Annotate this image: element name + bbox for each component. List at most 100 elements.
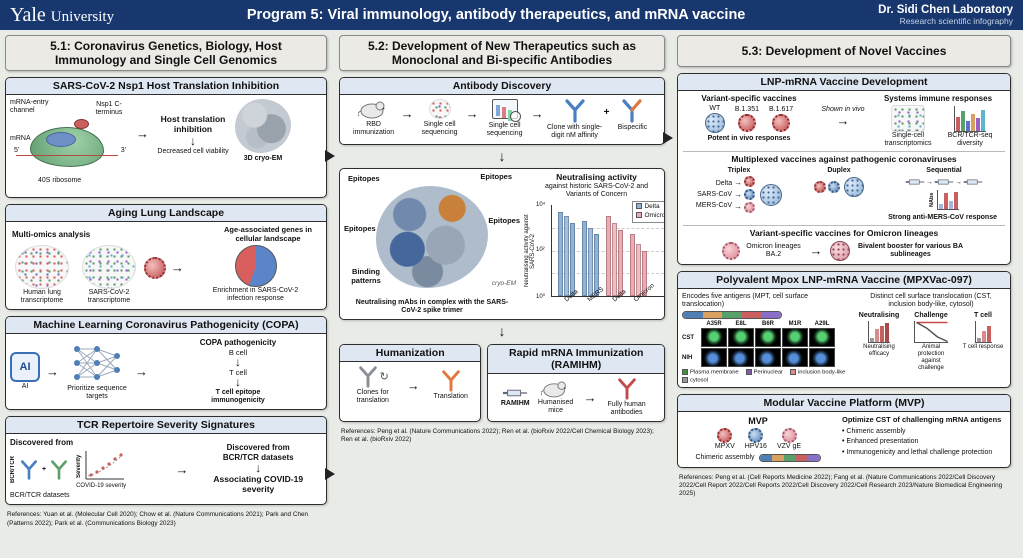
sc-seq-block-2: Single cell sequencing <box>482 99 528 138</box>
antibody-icon <box>49 460 69 480</box>
sars-cluster-block: SARS-CoV-2 transcriptome <box>77 245 141 305</box>
cryoem-block: 3D cryo-EM <box>235 99 291 163</box>
column-5-1: 5.1: Coronavirus Genetics, Biology, Host… <box>5 35 327 528</box>
lab-credit: Dr. Sidi Chen Laboratory Research scient… <box>878 4 1013 27</box>
localization-legend: Plasma membrane Perinuclear inclusion bo… <box>682 369 850 383</box>
ai-block: AI AI <box>10 352 40 391</box>
panel-lnp-mrna: LNP-mRNA Vaccine Development Variant-spe… <box>677 73 1011 265</box>
syringe-icon <box>905 177 925 187</box>
shown-in-vivo-label: Shown in vivo <box>821 106 865 113</box>
systems-label: Systems immune responses <box>883 94 993 103</box>
legend-label-omicron: Omicron <box>644 211 664 219</box>
nabs-axis-label: NAbs <box>929 192 935 208</box>
rbd-label: RBD immunization <box>352 121 395 137</box>
enrichment-label: Enrichment in SARS-CoV-2 infection respo… <box>212 287 299 303</box>
mers-cov-label: MERS-CoV <box>695 201 733 209</box>
humanised-mice-block: Humanised mice <box>533 379 579 415</box>
arrow-right-icon: → <box>406 377 420 393</box>
bar-group: Omicron <box>630 205 656 304</box>
mers-response-bars <box>937 190 959 211</box>
lnp-particle-icon <box>829 240 850 261</box>
divider <box>683 151 1005 153</box>
chimeric-construct-icon <box>758 454 821 463</box>
row-label-cst: CST <box>682 334 694 341</box>
header-bar: Yale University Program 5: Viral immunol… <box>0 0 1023 30</box>
syringe-icon <box>502 387 528 399</box>
epitope-immunogenicity-label: T cell epitope immunogenicity <box>211 388 265 405</box>
discovery-body: RBD immunization → Single cell sequencin… <box>340 95 664 144</box>
y-tick: 10⁴ <box>536 202 546 209</box>
antigen-grid-block: Encodes five antigens (MPT, cell surface… <box>682 293 850 383</box>
antibody-icon <box>616 378 638 400</box>
panel-tcr-title: TCR Repertoire Severity Signatures <box>6 417 326 435</box>
neutralising-bars <box>868 321 890 344</box>
mrna-label: mRNA <box>10 135 31 142</box>
mvp-antigens-block: MVP MPXV HPV16 VZV gE Chimeric assembly <box>682 416 834 463</box>
flow-arrow <box>325 468 335 480</box>
b1351-label: B.1.351 <box>734 106 759 114</box>
delta-label: Delta <box>715 179 733 187</box>
virus-icon <box>828 181 840 194</box>
syringe-icon <box>934 177 954 187</box>
host-inhibition-label: Host translation inhibition <box>160 114 226 134</box>
arrow-right-icon: → <box>171 260 184 276</box>
humanization-body: ↻ Clones for translation → Translation <box>340 362 480 409</box>
tcell-chart-block: T cell T cell response <box>960 312 1006 351</box>
panel-mvp: Modular Vaccine Platform (MVP) MVP MPXV … <box>677 394 1011 468</box>
host-inhibition-block: Host translation inhibition ↓ Decreased … <box>155 114 231 156</box>
arrow-right-icon: → <box>46 364 59 380</box>
omicron-ba2-label: Omicron lineages BA.2 <box>746 242 801 258</box>
panel-copa-title: Machine Learning Coronavirus Pathogenici… <box>6 317 326 335</box>
challenge-caption: Animal protection against challenge <box>917 344 945 371</box>
panel-tcr: TCR Repertoire Severity Signatures Disco… <box>5 416 327 506</box>
ai-chip-icon: AI <box>10 352 40 383</box>
microscopy-cell-image <box>809 328 835 347</box>
section-title-5-1: 5.1: Coronavirus Genetics, Biology, Host… <box>5 35 327 71</box>
flow-arrow <box>663 132 673 144</box>
yale-logo-word: Yale <box>10 3 46 26</box>
sars-transcriptome-label: SARS-CoV-2 transcriptome <box>87 289 131 305</box>
arrow-right-icon: → <box>734 202 743 212</box>
references-5-3: References: Peng et al. (Cell Reports Me… <box>679 473 1003 498</box>
bcr-diversity-label: BCR/TCR-seq diversity <box>947 132 993 148</box>
lnp-particle-icon <box>760 183 783 206</box>
lnp-particle-icon <box>844 177 864 198</box>
cryoem-caption: cryo-EM <box>491 279 516 287</box>
legend-swatch <box>682 376 688 383</box>
sc-transcriptomics-block: Single-cell transcriptomics <box>880 105 936 148</box>
mvp-benefits-block: Optimize CST of challenging mRNA antigen… <box>842 415 1006 458</box>
microscopy-cell-image <box>809 348 835 367</box>
humanised-mice-label: Humanised mice <box>537 399 574 415</box>
bar-group: Delta <box>558 205 580 304</box>
row-label-nih: NIH <box>682 354 693 361</box>
bcr-diversity-bars <box>954 106 986 133</box>
panel-mpox-title: Polyvalent Mpox LNP-mRNA Vaccine (MPXVac… <box>678 271 1010 289</box>
legend-swatch <box>789 369 796 375</box>
panel-neutralisation: Epitopes Epitopes Epitopes Epitopes Bind… <box>339 168 665 321</box>
translation-label: Translation <box>433 392 468 400</box>
mpxv-block: MPXV <box>715 428 735 451</box>
bcr-tcr-datasets-label: BCR/TCR datasets <box>10 492 70 500</box>
sars-cov-label: SARS-CoV <box>697 190 733 198</box>
column-5-3: 5.3: Development of Novel Vaccines LNP-m… <box>677 35 1011 528</box>
cryoem-label: 3D cryo-EM <box>243 155 283 162</box>
panel-mpox: Polyvalent Mpox LNP-mRNA Vaccine (MPXVac… <box>677 270 1011 389</box>
poster-body: 5.1: Coronavirus Genetics, Biology, Host… <box>0 30 1023 528</box>
chart-y-axis-label: Neutralising activity against SARS-CoV-2 <box>524 214 536 288</box>
sc-seq-label-2: Single cell sequencing <box>486 122 523 138</box>
references-5-2: References: Peng et al. (Nature Communic… <box>341 427 654 443</box>
ribosome-diagram: mRNA-entry channel Nsp1 C-terminus mRNA … <box>10 99 130 193</box>
bar-group: Delta <box>606 205 628 304</box>
virus-icon <box>737 114 756 133</box>
arrow-right-icon: → <box>809 243 823 259</box>
university-logo-word: University <box>50 8 115 25</box>
microscopy-cell-image <box>728 328 754 347</box>
arrow-right-icon: → <box>955 178 962 186</box>
lnp-particle-icon <box>704 113 725 134</box>
virus-icon <box>744 202 756 214</box>
y-tick: 10⁰ <box>536 294 546 301</box>
spike-structure-block: Epitopes Epitopes Epitopes Epitopes Bind… <box>344 173 520 315</box>
neutralising-chart-block: Neutralising Neutralising efficacy <box>856 312 902 358</box>
rbd-block: RBD immunization <box>350 99 398 137</box>
clones-label: Clones for translation <box>356 388 389 404</box>
